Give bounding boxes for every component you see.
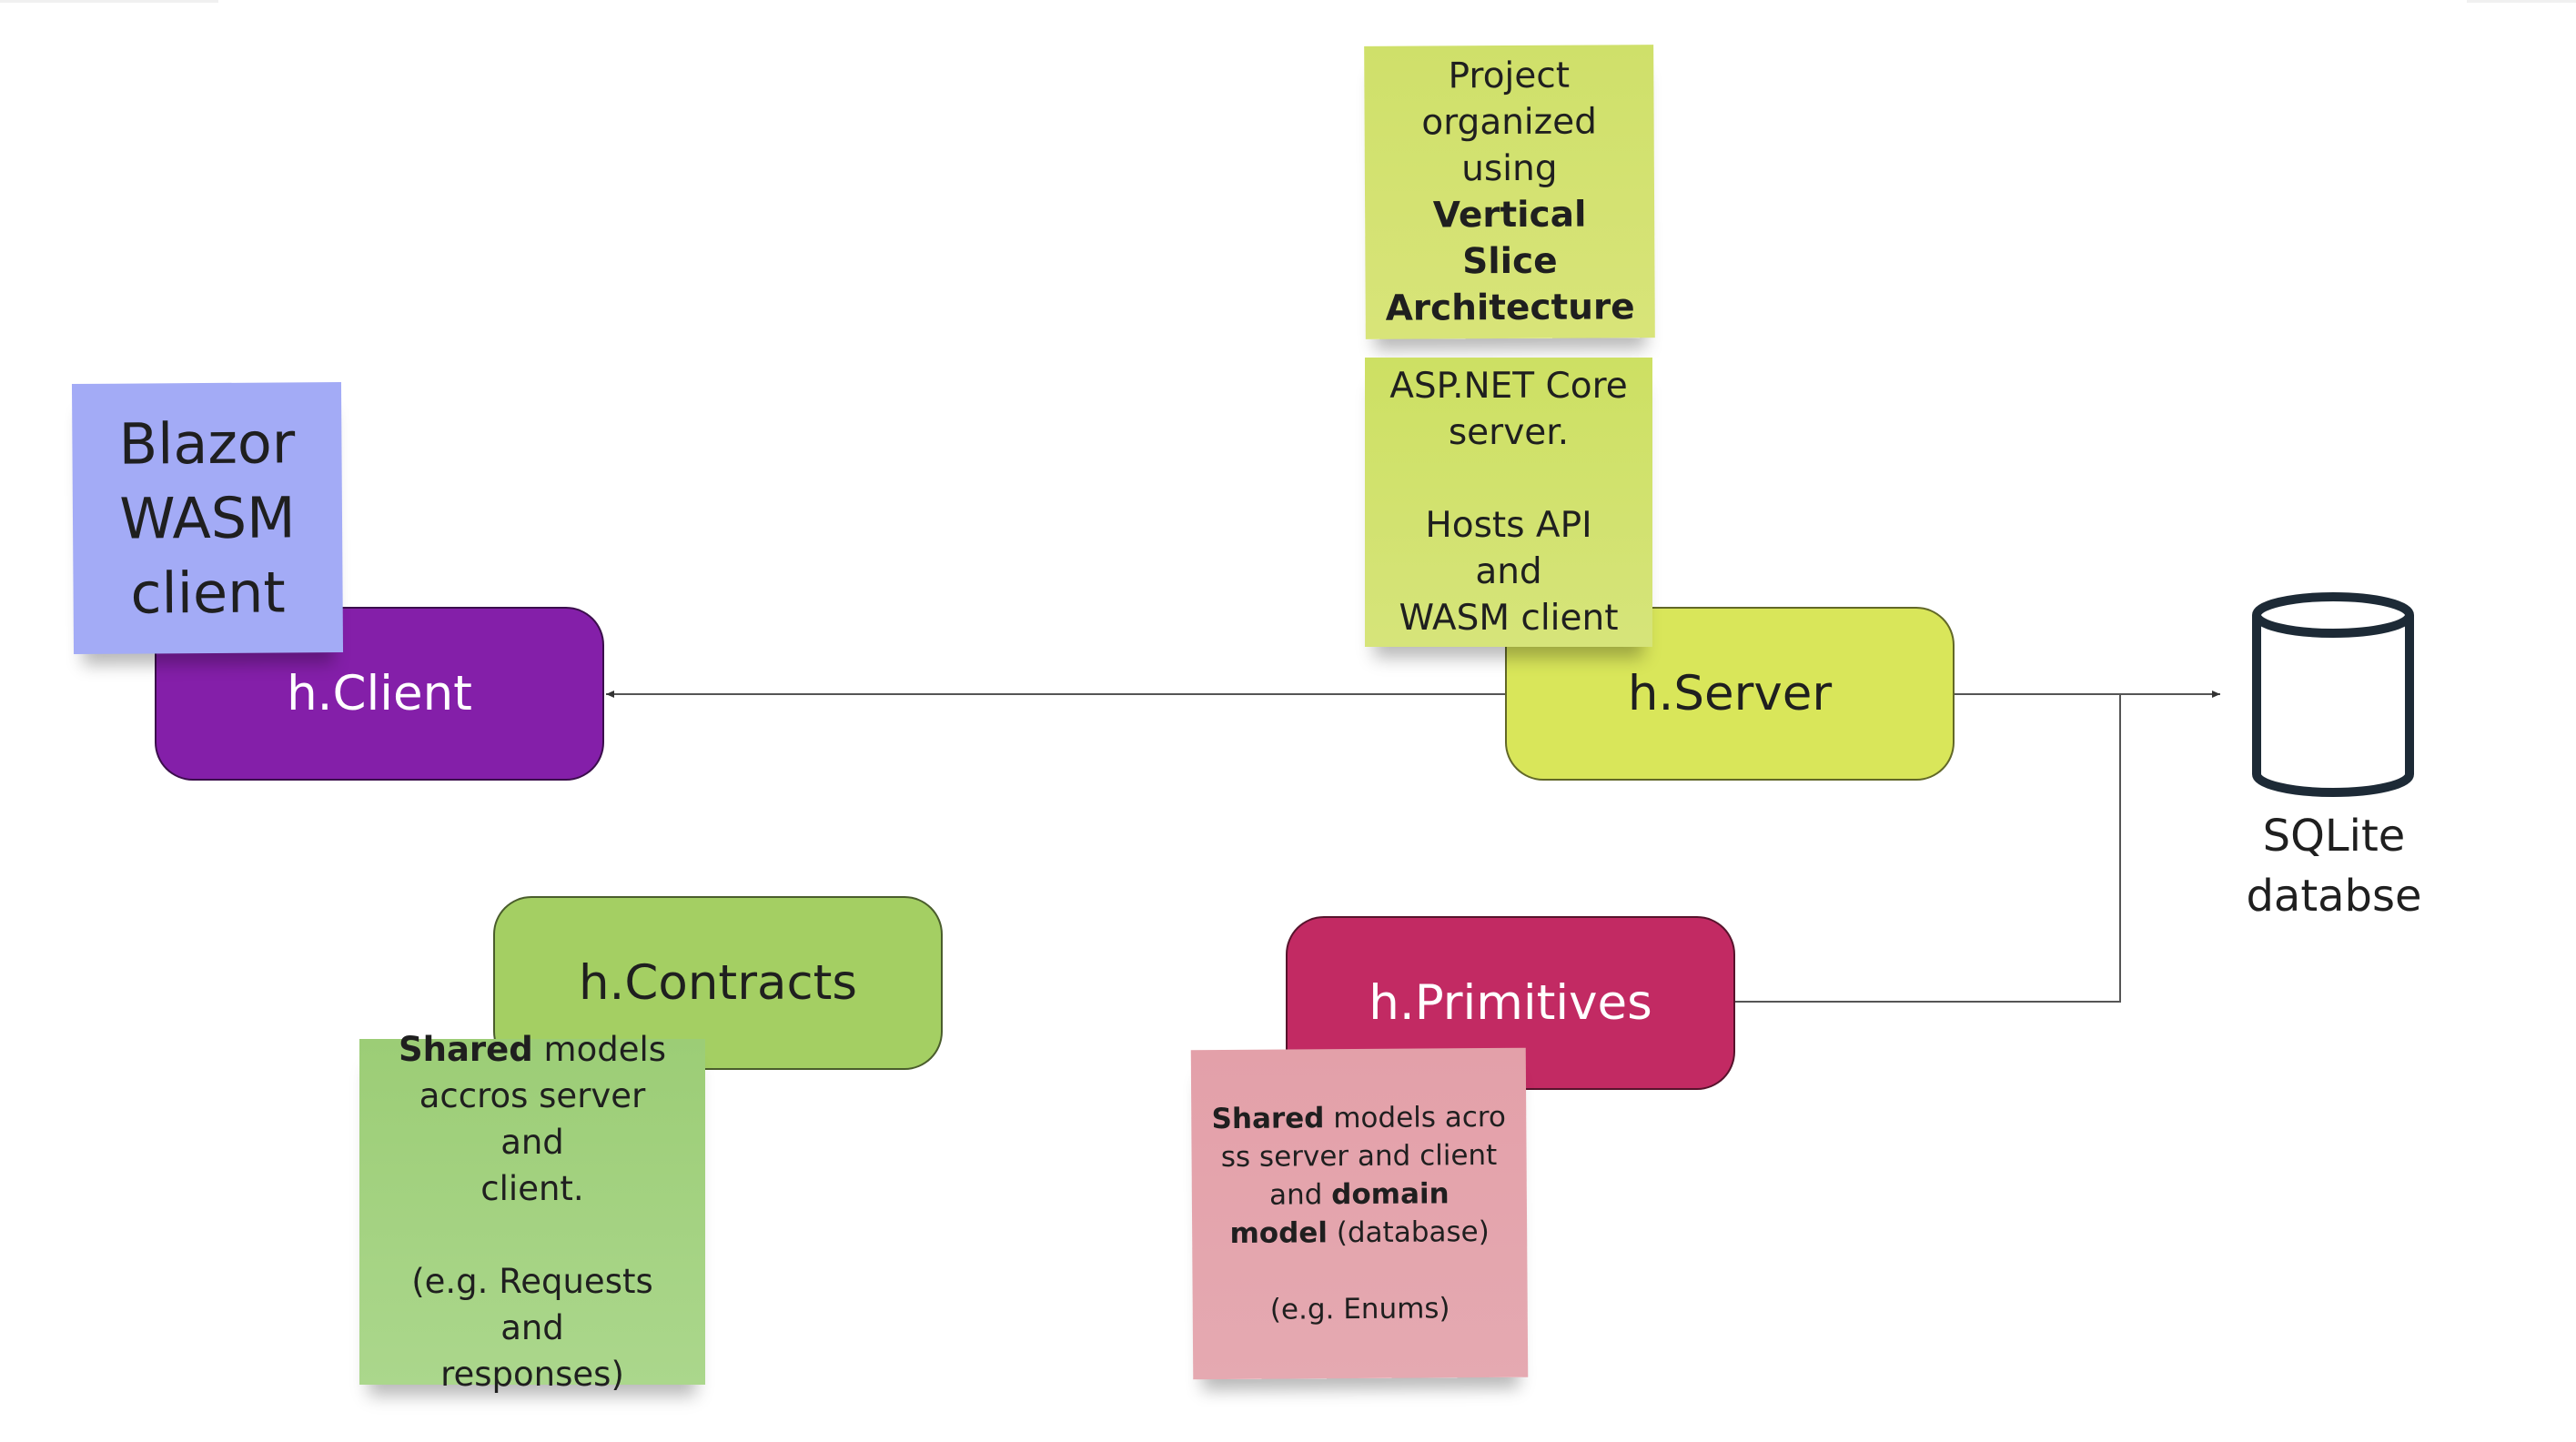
client-project-label: h.Client xyxy=(287,666,472,721)
primitives-sticky-note[interactable]: Shared models acro ss server and client … xyxy=(1190,1047,1529,1380)
vsa-line-3: using Vertical xyxy=(1385,145,1635,238)
vertical-slice-sticky-note[interactable]: Project organized using Vertical Slice A… xyxy=(1364,45,1655,339)
contracts-project-label: h.Contracts xyxy=(578,955,858,1011)
contracts-project-box[interactable]: h.Contracts xyxy=(493,896,943,1070)
contracts-note-rest: models accros server and client. (e.g. R… xyxy=(411,1030,667,1394)
vsa-note-text: Project organized using Vertical Slice A… xyxy=(1384,52,1635,331)
database-label: SQLite databse xyxy=(2246,811,2422,922)
top-edge-line xyxy=(0,0,218,3)
blazor-note-text: Blazor WASM client xyxy=(118,408,296,627)
primitives-project-label: h.Primitives xyxy=(1369,975,1652,1031)
vsa-line-4: Slice xyxy=(1385,237,1634,285)
vsa-line-2: organized xyxy=(1421,101,1598,144)
contracts-note-bold: Shared xyxy=(398,1030,533,1069)
aspnet-note-text: ASP.NET Core server. Hosts API and WASM … xyxy=(1389,366,1628,639)
contracts-note-text: Shared models accros server and client. … xyxy=(383,1026,682,1397)
contracts-sticky-note[interactable]: Shared models accros server and client. … xyxy=(359,1030,705,1394)
primitives-note-text: Shared models acro ss server and client … xyxy=(1211,1098,1507,1329)
top-edge-line-right xyxy=(2467,0,2576,3)
vsa-line-5: Architecture xyxy=(1386,284,1635,331)
vsa-line-1: Project xyxy=(1448,55,1571,97)
database-cylinder-icon[interactable] xyxy=(2248,590,2419,802)
primitives-to-server-line xyxy=(1735,694,2121,1003)
primitives-note-bold-1: Shared xyxy=(1211,1102,1325,1136)
vsa-line-3-plain: using xyxy=(1461,147,1558,190)
blazor-wasm-sticky-note[interactable]: Blazor WASM client xyxy=(71,381,344,655)
aspnet-server-sticky-note[interactable]: ASP.NET Core server. Hosts API and WASM … xyxy=(1365,358,1652,647)
vsa-line-5-bold: Architecture xyxy=(1385,287,1635,329)
vsa-line-3-bold: Vertical xyxy=(1432,194,1587,237)
vsa-line-4-bold: Slice xyxy=(1462,240,1558,283)
server-project-label: h.Server xyxy=(1627,666,1833,721)
